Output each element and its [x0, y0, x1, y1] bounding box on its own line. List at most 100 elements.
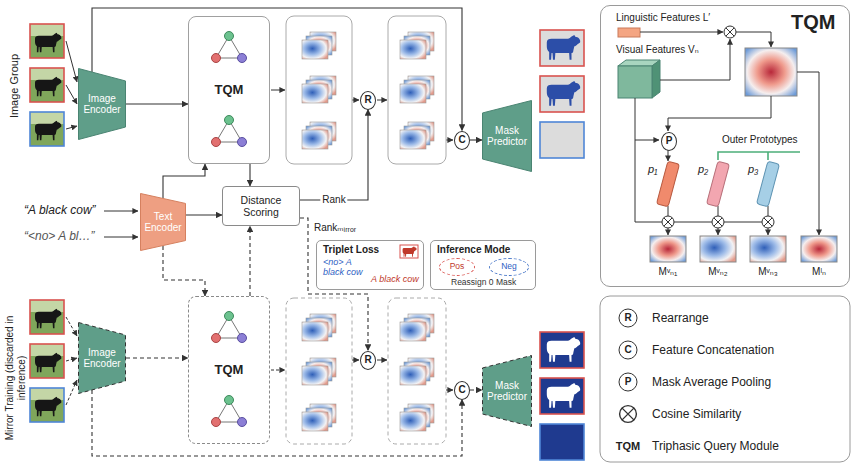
output-mask	[540, 30, 584, 66]
flow-arrow	[104, 237, 138, 238]
flow-arrow	[66, 41, 77, 82]
connector	[126, 357, 188, 358]
legend-text: Feature Concatenation	[652, 343, 774, 357]
input-image	[30, 68, 64, 102]
feature-label: Linguistic Features L′	[616, 12, 710, 24]
legend-symbol: C	[624, 344, 631, 356]
tqm-detail-drawing	[618, 66, 652, 98]
input-image	[30, 344, 64, 378]
tqm-detail-drawing	[707, 161, 730, 207]
legend-text: Rearrange	[652, 311, 709, 325]
connector	[163, 164, 205, 198]
prototype-name: p₁	[648, 163, 658, 176]
mask-predictor-outline	[483, 356, 532, 427]
concat-symbol: C	[454, 381, 470, 400]
output-mask	[540, 122, 584, 158]
output-mask	[547, 81, 580, 106]
output-mask	[547, 35, 580, 60]
query-text: <no> A black cow	[323, 257, 373, 278]
note-text: Reassign 0 Mask	[451, 278, 516, 288]
tqm-detail-drawing	[718, 152, 800, 160]
tqm-detail-drawing	[662, 216, 674, 228]
tqm-detail-drawing	[652, 60, 660, 98]
rearrange-symbol: R	[360, 91, 376, 110]
query-graph	[212, 32, 247, 63]
node-text: Pos	[450, 262, 465, 272]
mask-predictor-outline	[483, 101, 532, 172]
tqm-detail-drawing	[768, 228, 769, 235]
legend-text: Triphasic Query Module	[652, 439, 779, 453]
node-text: TQM	[215, 363, 244, 378]
flow-arrow	[104, 211, 138, 212]
legend-text: Mask Average Pooling	[652, 375, 771, 389]
connector	[470, 389, 482, 390]
feature-map-group	[302, 404, 336, 431]
tqm-module: TQM	[188, 296, 270, 444]
mask-name: Mᵛₙ₁	[659, 266, 678, 278]
distance-scoring-box: Distance Scoring	[222, 186, 300, 226]
tqm-detail-drawing	[757, 161, 780, 207]
legend-panel	[600, 296, 850, 462]
image-encoder-outline	[79, 69, 126, 140]
feature-map-group	[400, 122, 434, 149]
query-graph	[212, 396, 247, 427]
legend-row: Triphasic Query Module	[652, 439, 779, 453]
tqm-detail-drawing	[762, 216, 774, 228]
edge-label: Rankₘᵢᵣᵣₒᵣ	[312, 222, 358, 234]
node-text: Image Encoder	[78, 93, 126, 116]
connector	[300, 110, 368, 201]
node-text: Distance Scoring	[223, 194, 299, 218]
tqm-detail-drawing	[718, 152, 800, 160]
tqm-detail-drawing	[736, 32, 771, 47]
tqm-detail-drawing	[750, 236, 786, 262]
flow-arrow	[271, 370, 285, 371]
node-text: Text Encoder	[140, 211, 186, 234]
flow-arrow	[446, 390, 453, 391]
text-encoder-outline	[141, 194, 186, 251]
loss-icon	[400, 245, 418, 258]
input-image	[30, 388, 64, 422]
flow-arrow	[66, 126, 77, 129]
legend-panel	[619, 309, 637, 327]
tqm-detail-drawing	[650, 236, 686, 262]
group-label: Image Group	[8, 36, 21, 136]
mask-predictor: Mask Predictor	[482, 355, 532, 427]
input-image	[30, 24, 64, 58]
legend-row: Cosine Similarity	[652, 407, 741, 421]
node-text: Mask Predictor	[482, 380, 532, 403]
tqm-detail-drawing	[745, 48, 797, 96]
flow-arrow	[66, 358, 77, 361]
connector	[126, 103, 188, 104]
output-mask	[540, 76, 584, 112]
feature-map-group	[286, 16, 446, 444]
flow-arrow	[446, 140, 453, 141]
input-image	[30, 112, 64, 146]
input-image	[30, 24, 64, 58]
connector	[470, 139, 482, 140]
output-mask	[540, 30, 584, 460]
legend-panel	[619, 373, 637, 391]
mask-name: Mˡₙ	[812, 266, 826, 278]
flow-arrow	[377, 360, 387, 361]
node-text: C	[458, 134, 465, 146]
flow-arrow	[66, 317, 77, 336]
flow-arrow	[352, 100, 359, 101]
rearrange-symbol: R	[360, 351, 376, 370]
input-image	[30, 24, 64, 422]
connector	[92, 8, 462, 131]
tqm-module: TQM	[188, 16, 270, 164]
legend-symbol: P	[625, 376, 632, 388]
feature-map-group	[302, 314, 336, 341]
loss-icon	[400, 245, 418, 258]
node-text: P	[666, 135, 673, 147]
box-title: Inference Mode	[437, 244, 510, 256]
node-text: Image Encoder	[78, 347, 126, 370]
tqm-detail-drawing	[712, 216, 724, 228]
input-image	[30, 388, 64, 422]
tqm-detail-drawing	[635, 98, 659, 140]
tqm-detail-drawing	[657, 161, 680, 207]
connector	[92, 390, 462, 456]
feature-map-group	[388, 16, 446, 164]
feature-map-group	[286, 298, 352, 444]
